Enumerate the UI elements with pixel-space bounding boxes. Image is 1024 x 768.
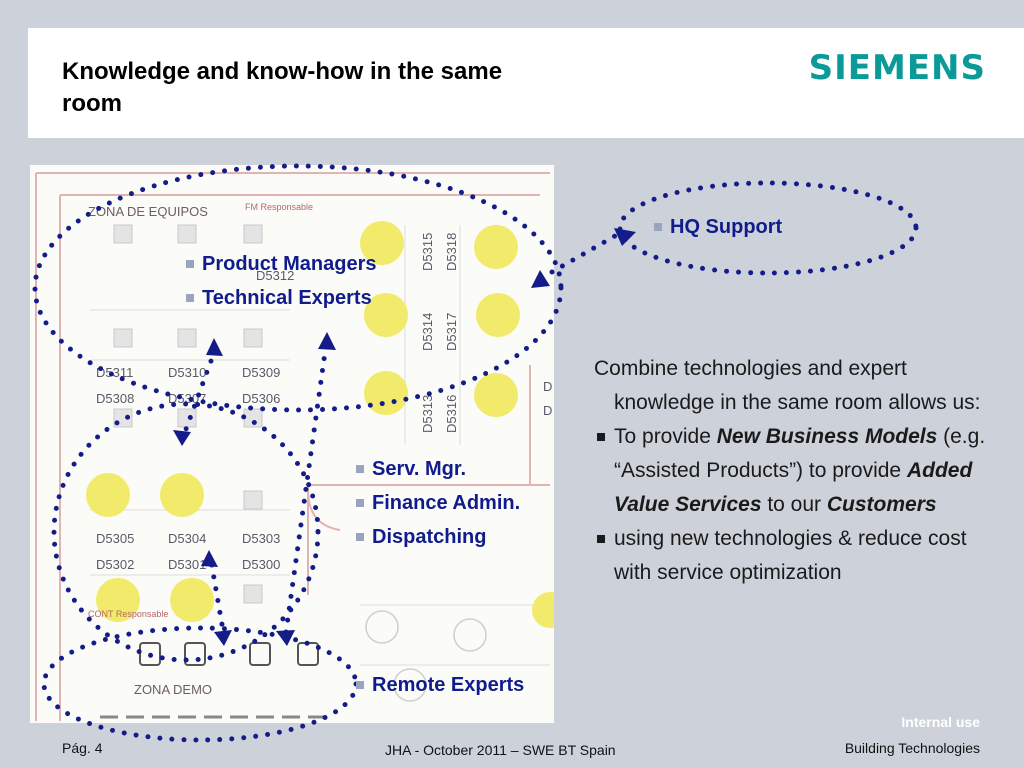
- room-code: D5310: [168, 365, 207, 380]
- room-code: D5308: [96, 391, 135, 406]
- room-code: D5304: [168, 531, 207, 546]
- round-tables: [365, 610, 487, 702]
- room-code: D5305: [96, 531, 135, 546]
- door-arc: [307, 489, 341, 531]
- room-code-vertical: D5316: [444, 394, 459, 433]
- bullet-1-emphasis-1: New Business Models: [716, 425, 938, 448]
- room-code-vertical: D5315: [420, 232, 435, 271]
- cont-responsable-label: CONT Responsable: [88, 609, 169, 619]
- bullet-1-emphasis-2: Added Value Services: [614, 459, 973, 516]
- room-code: D5307: [168, 391, 207, 406]
- room-code: D5300: [242, 557, 281, 572]
- room-code: D5301: [168, 557, 207, 572]
- group-item-dispatching: Dispatching: [352, 520, 520, 554]
- group-item-remote-experts: Remote Experts: [352, 668, 524, 702]
- group-item-serv-mgr: Serv. Mgr.: [352, 452, 520, 486]
- room-code-vertical: D5318: [444, 232, 459, 271]
- siemens-logo: SIEMENS: [808, 48, 986, 88]
- room-code-partial: D: [543, 403, 553, 418]
- internal-use-label: Internal use: [901, 714, 980, 730]
- room-code-vertical: D5317: [444, 312, 459, 351]
- group-item-product-managers: Product Managers: [182, 247, 376, 281]
- room-code: D5303: [242, 531, 281, 546]
- footer-center-text: JHA - October 2011 – SWE BT Spain: [385, 742, 616, 758]
- arrow-head-icon: [614, 228, 636, 246]
- slide-header: Knowledge and know-how in the same room …: [28, 28, 1024, 138]
- group-bottom-list: Remote Experts: [352, 668, 524, 702]
- footer-division: Building Technologies: [844, 740, 980, 756]
- bullet-1-mid: (e.g. “Assisted Products”) to provide: [614, 425, 986, 482]
- room-code: D5302: [96, 557, 135, 572]
- bullet-1-post: to our: [761, 493, 827, 516]
- group-middle-list: Serv. Mgr. Finance Admin. Dispatching: [352, 452, 520, 554]
- title-line-1: Knowledge and know-how in the same: [62, 58, 503, 85]
- group-item-hq-support: HQ Support: [650, 210, 782, 244]
- zone-equipos-label: ZONA DE EQUIPOS: [88, 204, 208, 219]
- demo-chairs: [139, 642, 319, 666]
- group-item-technical-experts: Technical Experts: [182, 281, 376, 315]
- connector-hq: [549, 233, 618, 275]
- body-bullet-2: using new technologies & reduce cost wit…: [594, 522, 994, 590]
- body-bullet-1: To provide New Business Models (e.g. “As…: [594, 420, 994, 522]
- bullet-1-pre: To provide: [614, 425, 717, 448]
- group-item-finance-admin: Finance Admin.: [352, 486, 520, 520]
- room-code-vertical: D5314: [420, 312, 435, 351]
- page-number: Pág. 4: [62, 740, 103, 756]
- zone-demo-label: ZONA DEMO: [134, 682, 213, 697]
- room-code: D5311: [96, 365, 134, 380]
- group-hq-list: HQ Support: [650, 210, 782, 244]
- body-bullets: To provide New Business Models (e.g. “As…: [594, 420, 994, 590]
- title-line-2: room: [62, 90, 122, 117]
- body-intro: Combine technologies and expert knowledg…: [594, 357, 981, 414]
- group-top-list: Product Managers Technical Experts: [182, 247, 376, 315]
- room-code-vertical: D5313: [420, 394, 435, 433]
- room-code: D5306: [242, 391, 281, 406]
- bullet-1-emphasis-3: Customers: [826, 493, 937, 516]
- body-text: Combine technologies and expert knowledg…: [594, 352, 994, 590]
- slide-title: Knowledge and know-how in the same room: [62, 56, 622, 120]
- fm-responsable-label: FM Responsable: [245, 202, 314, 212]
- room-code-partial: D: [543, 379, 553, 394]
- room-code: D5309: [242, 365, 281, 380]
